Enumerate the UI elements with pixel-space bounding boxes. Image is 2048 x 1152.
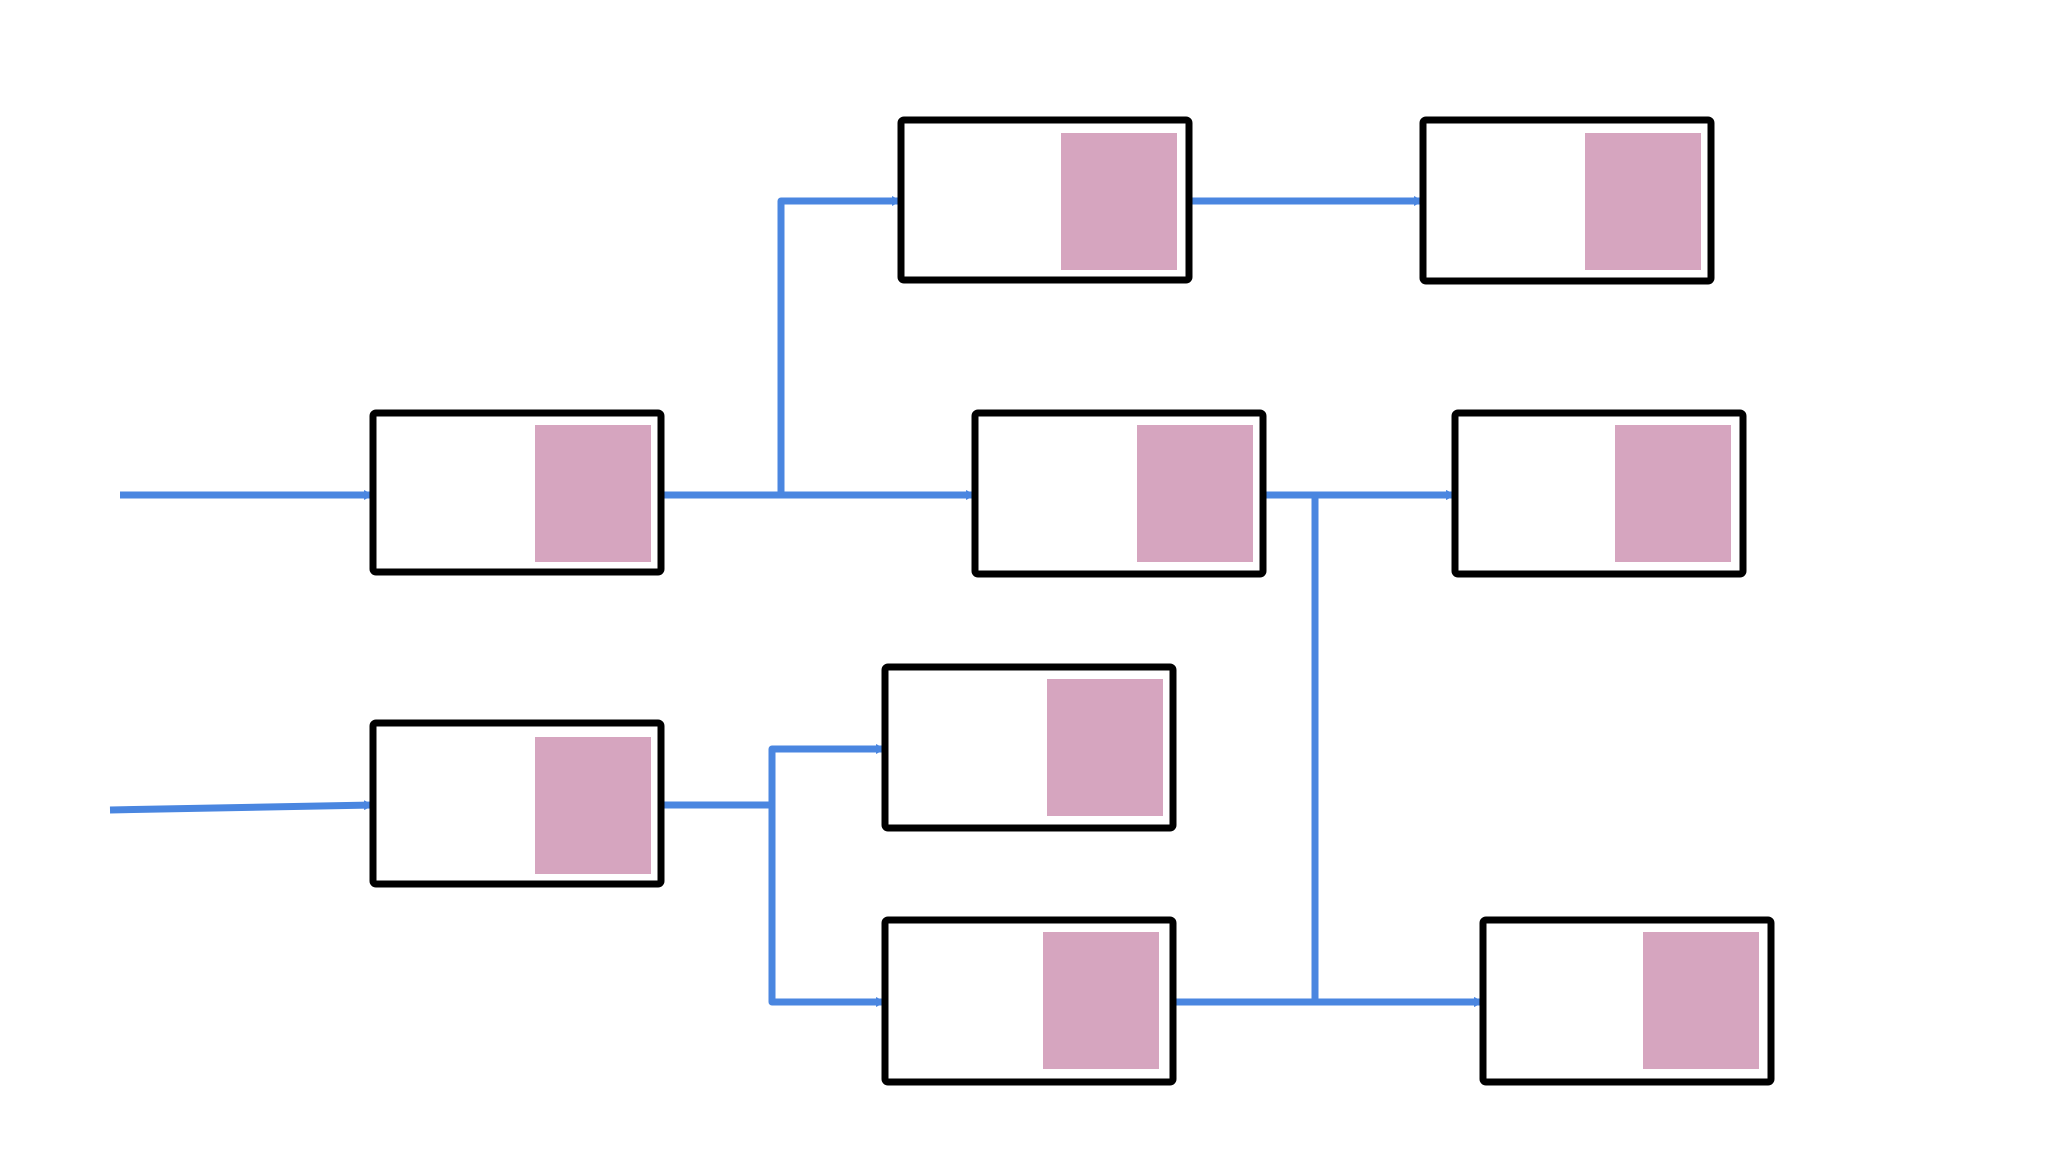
node-a2[interactable] bbox=[369, 719, 665, 888]
node-slot-a1 bbox=[535, 425, 651, 562]
edge-a2-to-b3 bbox=[661, 744, 886, 809]
node-b3[interactable] bbox=[881, 663, 1177, 832]
edge-a2-to-b4 bbox=[661, 801, 886, 1007]
node-slot-b2 bbox=[1137, 425, 1253, 562]
node-a1[interactable] bbox=[369, 409, 665, 576]
node-c2[interactable] bbox=[1451, 409, 1747, 578]
nodes-layer bbox=[369, 116, 1775, 1086]
node-slot-b1 bbox=[1061, 133, 1177, 270]
node-slot-a2 bbox=[535, 737, 651, 874]
node-slot-c1 bbox=[1585, 133, 1701, 270]
node-c3[interactable] bbox=[1479, 916, 1775, 1086]
node-b2[interactable] bbox=[971, 409, 1267, 578]
node-slot-c2 bbox=[1615, 425, 1731, 562]
node-b4[interactable] bbox=[881, 916, 1177, 1086]
node-b1[interactable] bbox=[897, 116, 1193, 284]
edge-b2-to-c3 bbox=[1263, 491, 1484, 1007]
edge-a1-to-b1 bbox=[661, 196, 902, 499]
edges-layer bbox=[109, 196, 1484, 1007]
node-slot-b3 bbox=[1047, 679, 1163, 816]
node-slot-c3 bbox=[1643, 932, 1759, 1069]
node-slot-b4 bbox=[1043, 932, 1159, 1069]
node-c1[interactable] bbox=[1419, 116, 1715, 285]
edge-input-2-to-a2 bbox=[109, 800, 374, 814]
